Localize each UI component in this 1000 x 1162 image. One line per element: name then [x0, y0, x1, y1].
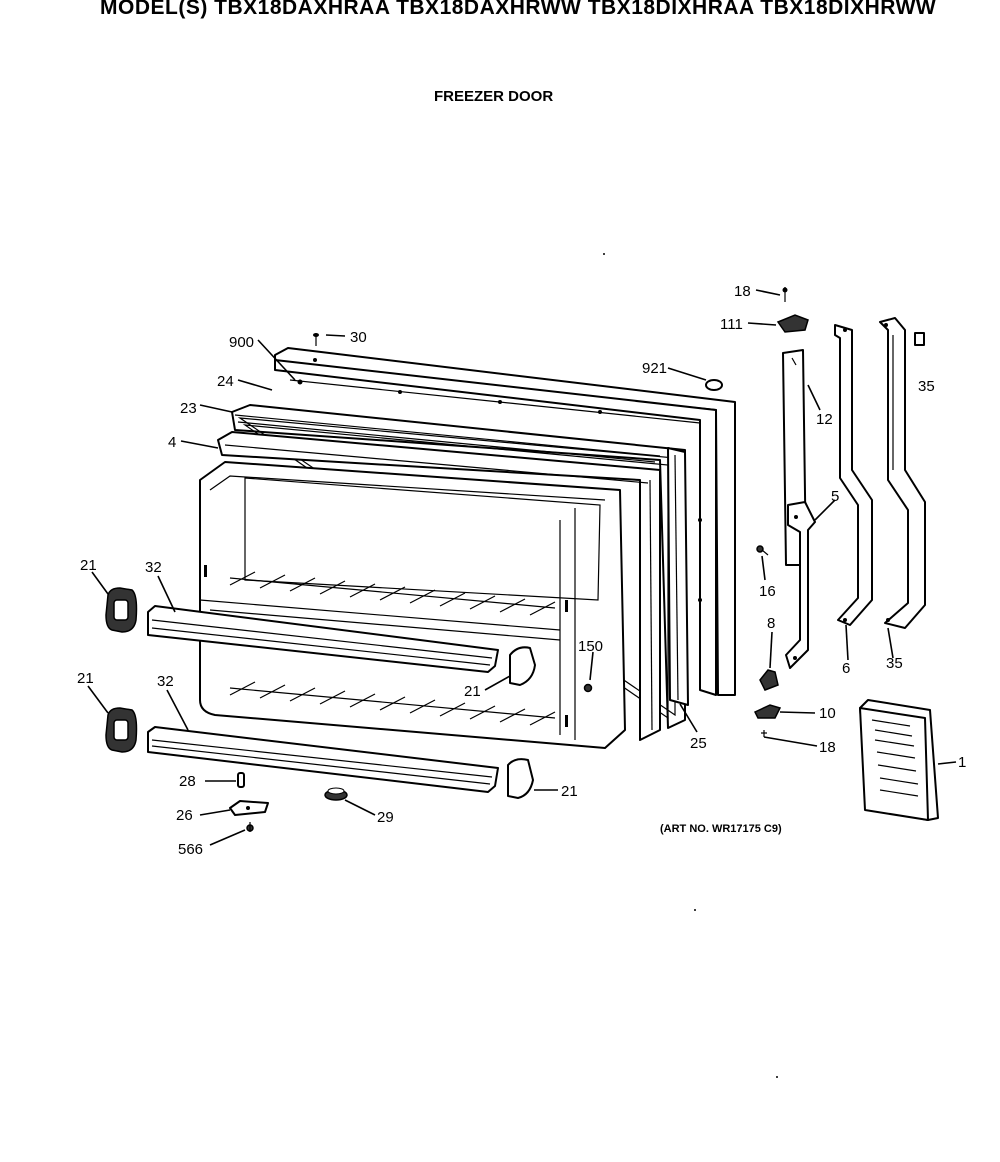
cam-8	[759, 669, 779, 691]
plug-button-29	[324, 787, 348, 801]
callout-26: 26	[176, 807, 193, 824]
callout-21: 21	[80, 557, 97, 574]
callout-5: 5	[831, 488, 839, 505]
callout-10: 10	[819, 705, 836, 722]
callout-6: 6	[842, 660, 850, 677]
callout-29: 29	[377, 809, 394, 826]
door-gasket-frames	[217, 404, 686, 741]
screw-566	[246, 822, 254, 832]
callout-21-bottom: 21	[561, 783, 578, 800]
callout-8: 8	[767, 615, 775, 632]
screw-18-top	[782, 287, 788, 302]
screw-18-bottom	[761, 730, 767, 737]
callout-150: 150	[578, 638, 603, 655]
callout-30: 30	[350, 329, 367, 346]
callout-900: 900	[229, 334, 254, 351]
shelf-rail-upper	[147, 605, 499, 673]
art-number: (ART NO. WR17175 C9)	[660, 823, 782, 835]
callout-23: 23	[180, 400, 197, 417]
door-seal-strip	[667, 447, 689, 706]
callout-1: 1	[958, 754, 966, 771]
callout-12: 12	[816, 411, 833, 428]
scan-specks	[603, 253, 778, 1078]
part-150	[583, 683, 593, 693]
leader-lines	[87, 289, 957, 846]
plug-921	[705, 379, 723, 391]
plug-35	[914, 332, 925, 346]
hinge-plate-26	[229, 800, 269, 816]
callout-4: 4	[168, 434, 176, 451]
callout-18: 18	[734, 283, 751, 300]
handle-bar-35	[879, 317, 926, 629]
hinge-bracket-5	[785, 501, 816, 669]
callout-921: 921	[642, 360, 667, 377]
door-inner-liner	[199, 461, 626, 749]
screw-16	[756, 545, 769, 556]
callout-35-lower: 35	[886, 655, 903, 672]
callout-32-lower: 32	[157, 673, 174, 690]
callout-labels: 18 111 12 35 921 900 30 24 23 4 5 16 8 6…	[77, 283, 966, 858]
clip-28	[237, 772, 245, 788]
shelf-rail-lower	[147, 726, 499, 793]
hinge-pin-111	[776, 314, 809, 333]
callout-35: 35	[918, 378, 935, 395]
callout-28: 28	[179, 773, 196, 790]
callout-24: 24	[217, 373, 234, 390]
bushing-10	[753, 704, 782, 719]
model-list-title: MODEL(S) TBX18DAXHRAA TBX18DAXHRWW TBX18…	[100, 0, 937, 19]
callout-111: 111	[720, 316, 743, 333]
callout-566: 566	[178, 841, 203, 858]
screw-30	[313, 333, 319, 346]
rail-end-caps	[105, 587, 536, 799]
callout-21-mid: 21	[464, 683, 481, 700]
callout-21-left-lower: 21	[77, 670, 94, 687]
section-title: FREEZER DOOR	[434, 88, 554, 105]
callout-32: 32	[145, 559, 162, 576]
handle-bar-6	[834, 324, 873, 626]
callout-16: 16	[759, 583, 776, 600]
door-outer-panel	[274, 347, 736, 696]
literature-booklet-1	[859, 699, 939, 821]
callout-18-lower: 18	[819, 739, 836, 756]
callout-25: 25	[690, 735, 707, 752]
